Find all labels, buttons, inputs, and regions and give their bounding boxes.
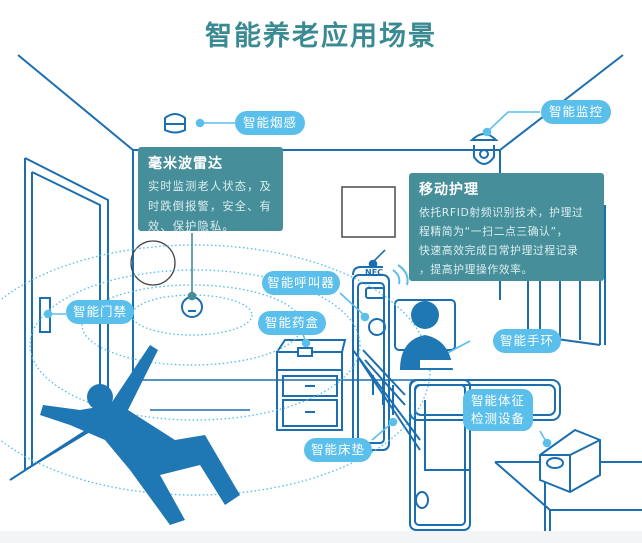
falling-elder-figure bbox=[40, 345, 240, 525]
label-access-control: 智能门禁 bbox=[66, 300, 134, 324]
patient-figure bbox=[400, 301, 460, 370]
radar-line-3: 效、保护隐私。 bbox=[148, 220, 235, 233]
radar-line-1: 实时监测老人状态，及 bbox=[148, 180, 272, 193]
radar-card-heading: 毫米波雷达 bbox=[148, 156, 223, 172]
nursing-card-heading: 移动护理 bbox=[419, 182, 479, 198]
nursing-line-2: 程精简为“一扫二点三确认”， bbox=[419, 225, 569, 238]
vitals-label-line-1: 智能体征 bbox=[470, 393, 525, 408]
nursing-line-1: 依托RFID射频识别技术，护理过 bbox=[419, 206, 584, 219]
nursing-info-card: 移动护理 依托RFID射频识别技术，护理过 程精简为“一扫二点三确认”， 快速高… bbox=[409, 173, 604, 281]
label-mattress: 智能床垫 bbox=[304, 438, 372, 462]
radar-info-card: 毫米波雷达 实时监测老人状态，及 时跌倒报警，安全、有 效、保护隐私。 bbox=[138, 147, 283, 233]
page-title: 智能养老应用场景 bbox=[205, 21, 437, 52]
label-pillbox: 智能药盒 bbox=[258, 311, 326, 335]
label-bracelet: 智能手环 bbox=[493, 329, 561, 353]
label-smoke-detector: 智能烟感 bbox=[235, 111, 305, 135]
nursing-card-body: 依托RFID射频识别技术，护理过 程精简为“一扫二点三确认”， 快速高效完成日常… bbox=[419, 203, 594, 279]
radar-line-2: 时跌倒报警，安全、有 bbox=[148, 200, 272, 213]
nfc-icon: NFC bbox=[365, 268, 384, 277]
nursing-line-3: 快速高效完成日常护理过程记录 bbox=[419, 244, 579, 257]
label-vitals-device: 智能体征 检测设备 bbox=[463, 389, 533, 431]
vitals-label-line-2: 检测设备 bbox=[470, 411, 525, 426]
label-camera: 智能监控 bbox=[541, 100, 611, 124]
label-caller: 智能呼叫器 bbox=[262, 271, 340, 295]
radar-card-body: 实时监测老人状态，及 时跌倒报警，安全、有 效、保护隐私。 bbox=[148, 177, 273, 237]
nursing-line-4: ，提高护理操作效率。 bbox=[419, 263, 533, 276]
footer-band bbox=[0, 531, 642, 543]
